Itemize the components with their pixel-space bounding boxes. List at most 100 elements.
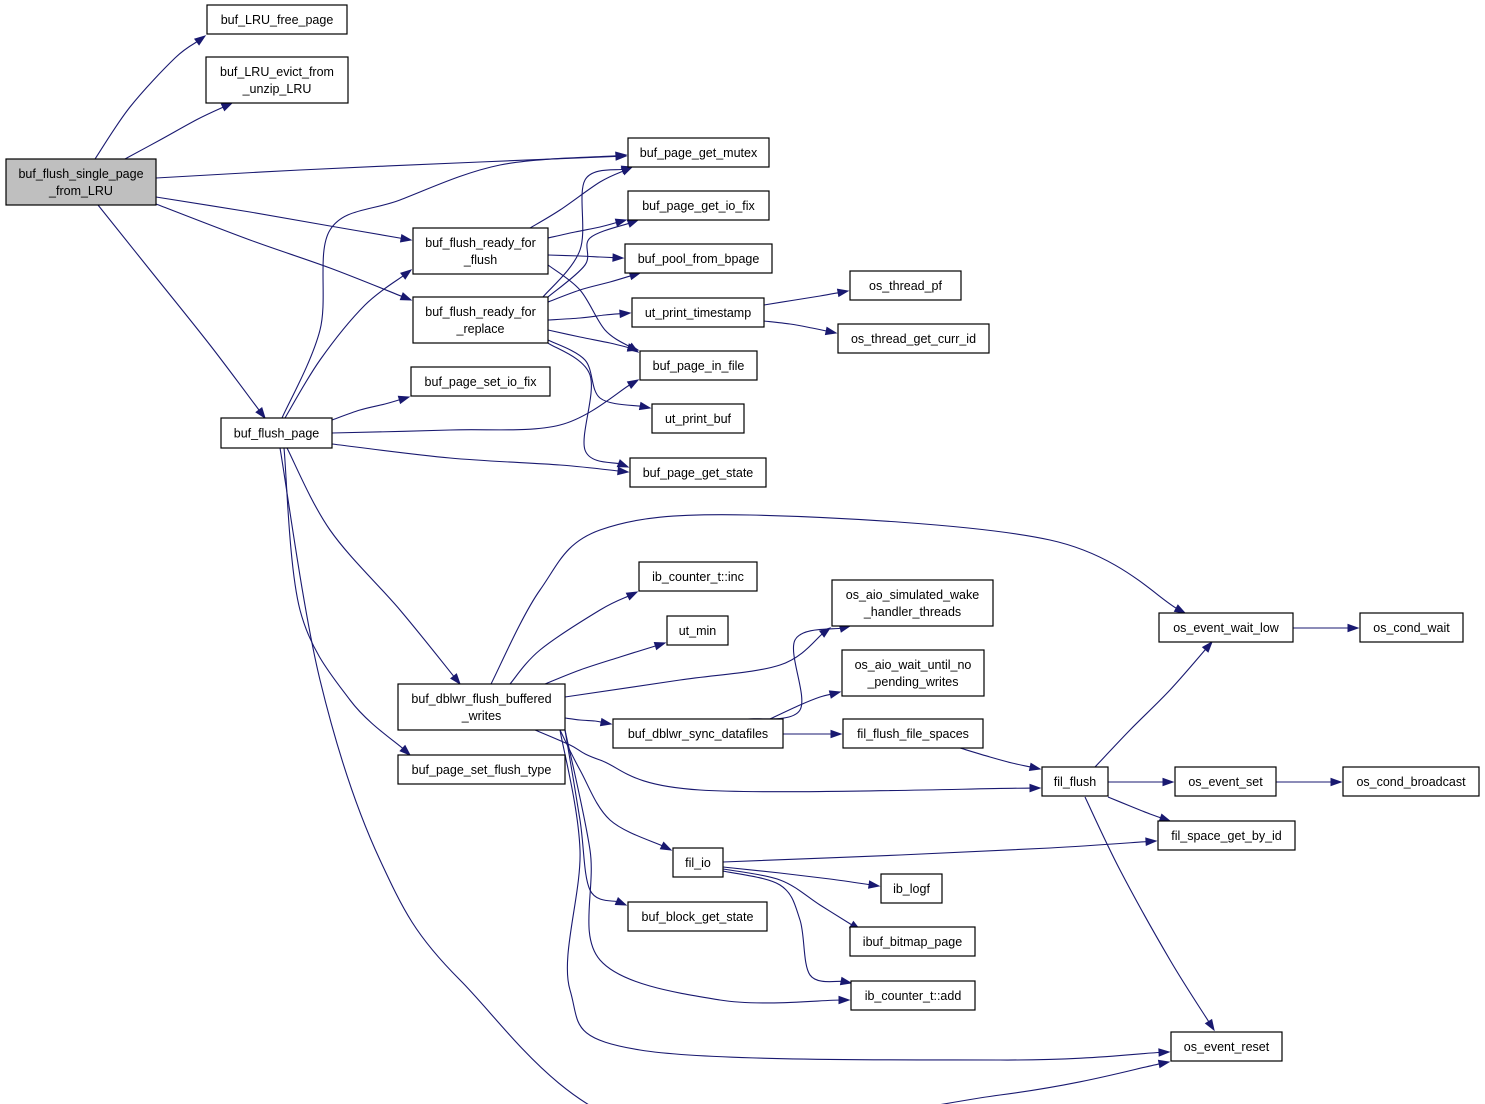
- edge-line: [286, 447, 456, 679]
- edge-n16-to-n26: [564, 729, 628, 906]
- function-node[interactable]: fil_io: [672, 847, 724, 878]
- function-node[interactable]: os_cond_wait: [1359, 612, 1464, 643]
- node-label: ib_counter_t::add: [865, 989, 962, 1003]
- node-label: ibuf_bitmap_page: [863, 935, 962, 949]
- edge-arrowhead: [836, 288, 850, 298]
- node-box: [842, 718, 984, 749]
- function-node[interactable]: buf_LRU_free_page: [206, 4, 348, 35]
- edge-line: [547, 254, 616, 259]
- edge-n23-to-n30: [1293, 623, 1360, 633]
- edge-line: [722, 840, 1149, 863]
- edge-line: [959, 747, 1033, 768]
- edge-n16-to-n23: [490, 514, 1187, 685]
- edge-arrowhead: [828, 690, 842, 699]
- node-box: [1359, 612, 1464, 643]
- node-label: fil_io: [685, 856, 711, 870]
- edge-arrowhead: [399, 233, 413, 243]
- node-label: buf_pool_from_bpage: [638, 252, 760, 266]
- edge-line: [564, 717, 604, 724]
- edge-n4-to-n7: [547, 218, 628, 239]
- node-label: os_aio_simulated_wake: [846, 588, 979, 602]
- function-node[interactable]: buf_flush_ready_for_replace: [412, 296, 549, 344]
- node-label: buf_LRU_evict_from: [220, 65, 334, 79]
- edge-arrowhead: [612, 253, 625, 262]
- edge-n5-to-n12: [547, 342, 630, 468]
- edge-line: [283, 447, 405, 750]
- node-box: [651, 403, 745, 434]
- function-node[interactable]: ut_min: [666, 615, 729, 646]
- node-box: [849, 270, 962, 301]
- node-box: [831, 579, 994, 627]
- edge-n31-to-n33: [1276, 777, 1343, 787]
- function-node[interactable]: os_thread_get_curr_id: [837, 323, 990, 354]
- edge-n24-to-n23: [1094, 640, 1213, 768]
- function-node[interactable]: ut_print_timestamp: [631, 297, 765, 328]
- edge-n5-to-n9: [547, 329, 640, 352]
- node-label: os_event_reset: [1184, 1040, 1270, 1054]
- edge-n6-to-n4: [284, 269, 413, 419]
- edge-n0-to-n4: [155, 196, 413, 243]
- edge-line: [331, 383, 632, 434]
- function-node[interactable]: buf_flush_ready_for_flush: [412, 227, 549, 275]
- node-label: buf_flush_ready_for: [425, 305, 536, 319]
- edge-line: [547, 221, 619, 239]
- function-node[interactable]: buf_dblwr_flush_buffered_writes: [397, 683, 566, 731]
- function-node[interactable]: ibuf_bitmap_page: [849, 926, 976, 957]
- edge-line: [1094, 647, 1208, 768]
- function-node[interactable]: buf_page_in_file: [639, 350, 758, 381]
- function-node[interactable]: os_aio_simulated_wake_handler_threads: [831, 579, 994, 627]
- function-node[interactable]: os_event_reset: [1170, 1031, 1283, 1062]
- function-node[interactable]: os_event_wait_low: [1158, 612, 1294, 643]
- edge-line: [155, 203, 404, 298]
- edge-arrowhead: [867, 880, 881, 889]
- edge-n25-to-n32: [722, 837, 1158, 863]
- node-box: [841, 649, 985, 697]
- function-node[interactable]: buf_page_set_flush_type: [397, 754, 566, 785]
- function-node[interactable]: ib_logf: [880, 873, 943, 904]
- function-node[interactable]: ut_print_buf: [651, 403, 745, 434]
- edge-n22-to-n29: [783, 729, 843, 739]
- function-node[interactable]: buf_dblwr_sync_datafiles: [612, 718, 784, 749]
- function-node[interactable]: fil_space_get_by_id: [1157, 820, 1296, 851]
- edge-arrowhead: [400, 269, 413, 280]
- edge-arrowhead: [619, 309, 632, 319]
- edge-arrowhead: [838, 995, 851, 1005]
- function-node[interactable]: fil_flush: [1041, 766, 1109, 797]
- function-node[interactable]: os_aio_wait_until_no_pending_writes: [841, 649, 985, 697]
- node-label: buf_block_get_state: [642, 910, 754, 924]
- function-node[interactable]: buf_pool_from_bpage: [624, 243, 773, 274]
- function-node[interactable]: buf_page_get_mutex: [627, 137, 770, 168]
- function-node[interactable]: buf_LRU_evict_from _unzip_LRU: [205, 56, 349, 104]
- function-node[interactable]: fil_flush_file_spaces: [842, 718, 984, 749]
- edge-n6-to-n18: [279, 447, 1171, 1104]
- edge-n16-to-n27: [564, 729, 851, 1005]
- root-function-node[interactable]: buf_flush_single_page_from_LRU: [5, 158, 157, 206]
- function-node[interactable]: ib_counter_t::add: [850, 980, 976, 1011]
- function-node[interactable]: os_event_set: [1174, 766, 1277, 797]
- edge-n16-to-n20: [544, 642, 667, 685]
- edge-arrowhead: [830, 729, 843, 739]
- edge-line: [722, 866, 872, 886]
- edge-line: [529, 169, 625, 229]
- edge-n16-to-n19: [509, 591, 639, 685]
- function-node[interactable]: os_cond_broadcast: [1342, 766, 1480, 797]
- node-box: [639, 350, 758, 381]
- function-node[interactable]: buf_flush_page: [220, 417, 333, 449]
- edge-arrowhead: [615, 151, 628, 161]
- node-label: ib_counter_t::inc: [652, 570, 744, 584]
- node-label: _unzip_LRU: [242, 82, 312, 96]
- edge-n5-to-n11: [547, 339, 652, 411]
- function-node[interactable]: buf_block_get_state: [627, 901, 768, 932]
- edge-arrowhead: [1173, 604, 1187, 614]
- edge-line: [547, 339, 643, 407]
- edge-line: [564, 729, 619, 903]
- function-node[interactable]: os_thread_pf: [849, 270, 962, 301]
- node-box: [397, 754, 566, 785]
- function-node[interactable]: ib_counter_t::inc: [638, 561, 758, 592]
- edge-line: [509, 595, 631, 685]
- function-node[interactable]: buf_page_get_state: [629, 457, 767, 488]
- function-node[interactable]: buf_page_set_io_fix: [410, 366, 551, 397]
- node-box: [412, 227, 549, 275]
- function-node[interactable]: buf_page_get_io_fix: [627, 190, 770, 221]
